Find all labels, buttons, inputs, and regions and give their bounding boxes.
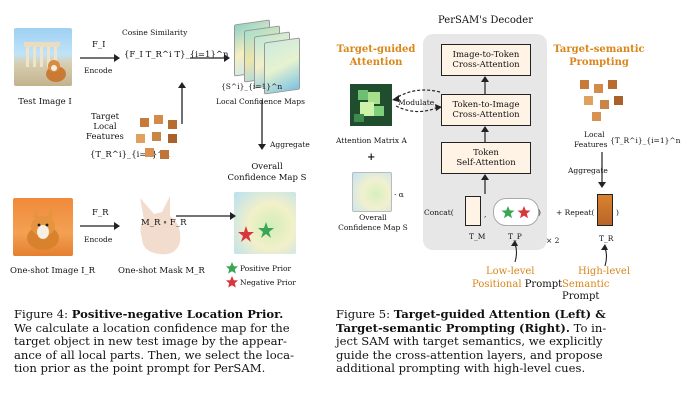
block-arrow-3 [481,174,489,194]
decoder-title: PerSAM's Decoder [438,15,534,26]
prior-stars-icon [238,222,274,242]
aggregate-arrow-right [598,152,606,188]
oneshot-image-label: One-shot Image I_R [10,266,96,276]
high-level-label-1: High-level [578,266,631,277]
oneshot-mask-shape [140,196,181,255]
overall-map-small-label-1: Overall [359,213,387,222]
positive-star-icon [226,262,238,274]
tm-label: T_M [469,232,486,241]
test-image-photo [14,28,72,86]
attention-matrix-label: Attention Matrix A [336,136,407,145]
alpha-label: · α [394,190,404,199]
plus-sign: + [367,152,376,163]
overall-confidence-map-small [352,172,392,212]
concat-label: Concat( [424,208,454,217]
corgi-icon [27,206,59,250]
encode-bottom-label: Encode [84,235,113,244]
target-guided-label-2: Attention [349,57,403,68]
encode-top-label: Encode [84,66,113,75]
mr-fr-label: M_R ∘ F_R [141,218,187,228]
cosine-similarity-title: Cosine Similarity [122,28,188,37]
times-two-label: × 2 [546,236,560,245]
modulate-arrows [392,89,442,113]
negative-star-icon [226,276,238,288]
overall-map-label-2: Confidence Map S [227,173,307,183]
local-features-label-2: Features [574,140,608,149]
temple-dog-icon [24,42,66,82]
tr-token-box [597,194,613,226]
repeat-label: + Repeat( [556,208,595,217]
low-level-arrow [511,240,518,263]
overall-map-small-label-2: Confidence Map S [338,223,408,232]
cosine-arrow [190,54,230,62]
tp-token-box [493,198,539,226]
tp-stars-icon [501,206,531,219]
encode-arrow-bottom [80,222,120,230]
tr-label: T_R [599,234,614,243]
high-level-label-2: Semantic Prompt [562,279,610,302]
local-features-set: {T_R^i}_{i=1}^n [610,136,681,145]
oneshot-image-photo [13,198,73,256]
prior-connector [175,212,236,220]
encode-arrow-top [80,54,120,62]
tp-label: T_P [508,232,522,241]
target-semantic-label-2: Prompting [569,57,629,68]
block-arrow-1 [481,76,489,94]
aggregate-label-right: Aggregate [568,166,608,175]
test-image-label: Test Image I [18,97,72,107]
modulate-label: Modulate [398,98,435,107]
high-level-arrow [601,244,608,267]
low-level-label-1: Low-level [486,266,535,277]
local-confidence-maps-label: Local Confidence Maps [216,97,305,106]
up-arrow [178,82,186,124]
target-semantic-label-1: Target-semantic [553,44,645,55]
overall-confidence-map [234,192,296,254]
positive-prior-label: Positive Prior [240,264,292,273]
local-features-label-1: Local [584,130,605,139]
target-local-features-label: Target Local Features [86,112,124,142]
oneshot-mask-label: One-shot Mask M_R [118,266,205,276]
aggregate-label-left: Aggregate [270,140,310,149]
block-arrow-2 [481,126,489,142]
cosine-formula: {F_I T_R^i T}_{i=1}^n [124,50,229,60]
tm-token-box [465,196,481,226]
low-level-label-2: Positional Prompt [472,279,563,290]
fr-label: F_R [92,208,109,218]
tr-set-label: {T_R^i}_{i=1}^n [90,150,170,160]
figure-4-caption: Figure 4: Positive-negative Location Pri… [14,307,294,375]
negative-prior-label: Negative Prior [240,278,296,287]
s-set-label: {S^i}_{i=1}^n [221,82,283,91]
overall-map-label-1: Overall [251,162,283,172]
fi-label: F_I [92,40,106,50]
figure-5-caption: Figure 5: Target-guided Attention (Left)… [336,307,607,375]
target-guided-label-1: Target-guided [336,44,416,55]
aggregate-arrow-left [258,100,266,150]
